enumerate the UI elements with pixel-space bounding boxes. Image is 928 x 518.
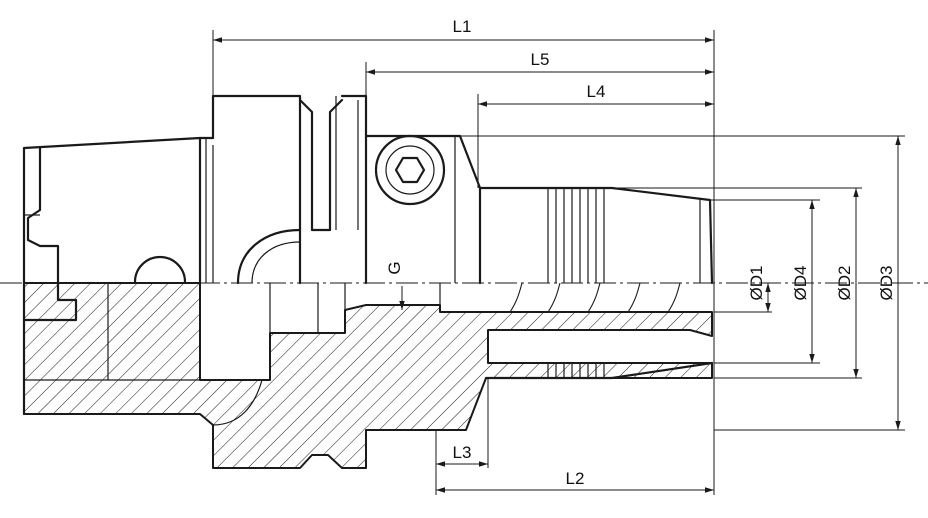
nose-lower-outline	[484, 361, 714, 380]
set-screw-circle	[374, 134, 446, 206]
lower-grip-ribs	[547, 363, 605, 378]
bottom-arc	[212, 379, 263, 426]
upper-external-view	[22, 94, 714, 309]
v-groove-outline	[298, 98, 344, 232]
label-L3: L3	[453, 443, 472, 462]
shank-slot	[26, 146, 60, 285]
taper-inner-outline	[22, 281, 78, 416]
body-arc-inner	[251, 241, 301, 284]
nose-outline	[478, 186, 714, 285]
hex-socket-icon	[394, 156, 426, 184]
bore-ribs	[509, 282, 681, 313]
label-L5: L5	[531, 50, 550, 69]
grip-ribs	[547, 188, 605, 283]
label-L1: L1	[453, 17, 472, 36]
collar-outline	[340, 94, 368, 285]
label-G: G	[385, 261, 404, 274]
label-D3: ØD3	[877, 266, 896, 301]
dimension-labels: L1 L5 L4 L3 L2 G ØD1 ØD4 ØD2 ØD3	[385, 17, 896, 488]
label-D4: ØD4	[791, 266, 810, 301]
flange-outline	[198, 94, 302, 285]
body-outline	[364, 134, 482, 285]
section-hatch	[23, 282, 713, 469]
set-screw-inner-circle	[385, 145, 435, 195]
lower-section-view	[22, 281, 714, 469]
label-L4: L4	[587, 82, 606, 101]
body-arc	[236, 228, 302, 285]
dimension-lines	[212, 30, 905, 495]
label-D1: ØD1	[747, 266, 766, 301]
label-L2: L2	[566, 469, 585, 488]
label-D2: ØD2	[835, 266, 854, 301]
